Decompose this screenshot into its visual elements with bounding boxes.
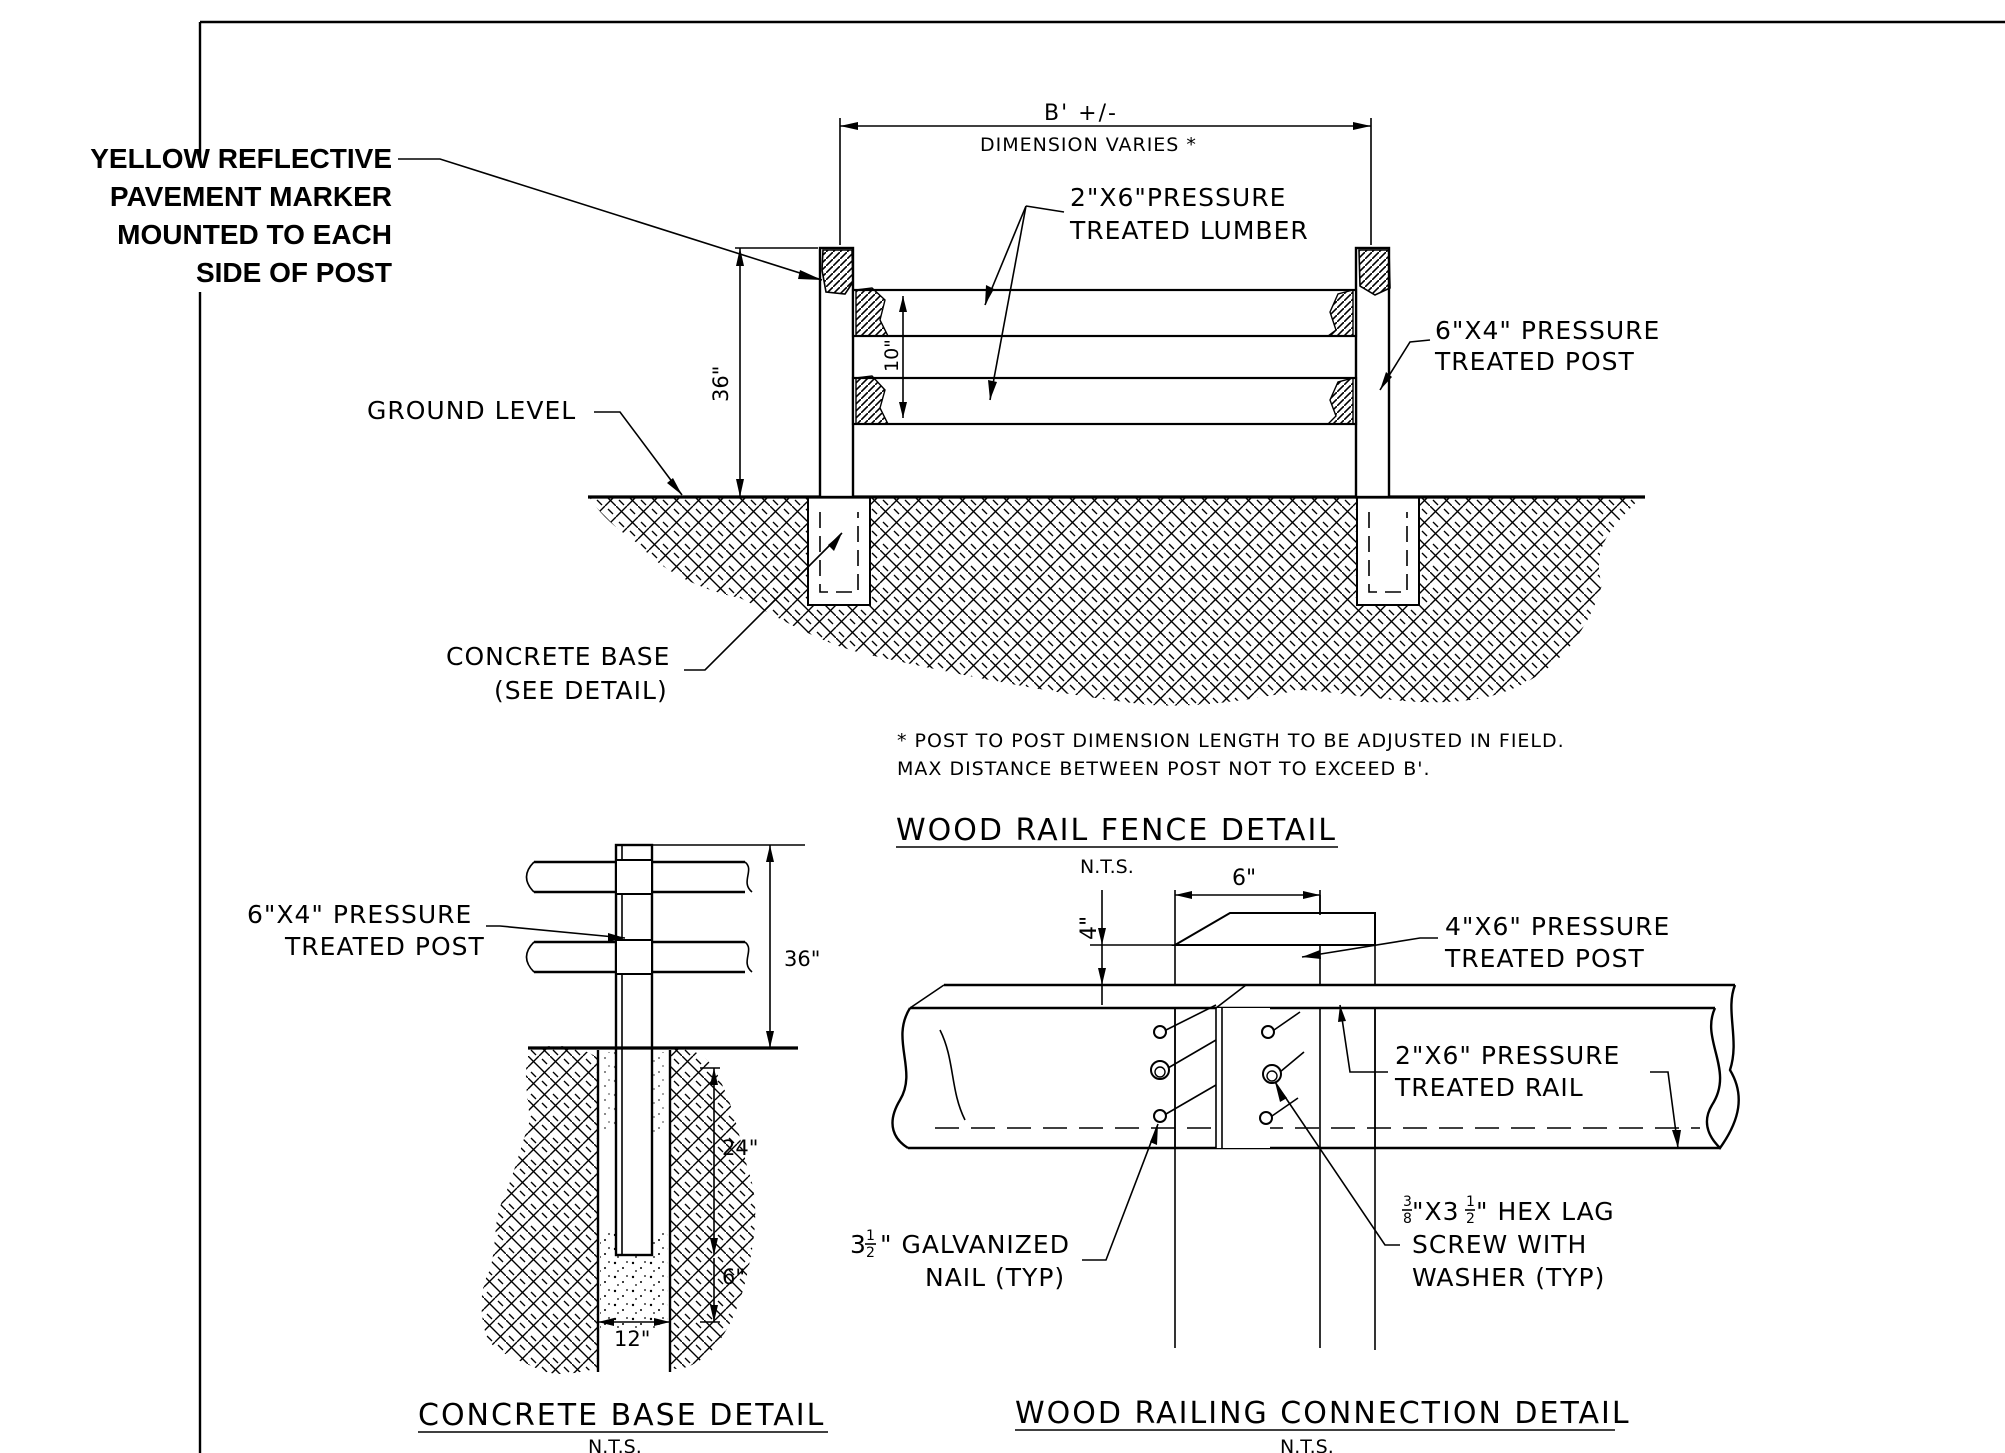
concrete-base-label-line2: (SEE DETAIL) bbox=[494, 676, 668, 705]
ground-level-label: GROUND LEVEL bbox=[367, 396, 576, 425]
fence-detail-title: WOOD RAIL FENCE DETAIL bbox=[896, 813, 1337, 848]
lumber-label-line2: TREATED LUMBER bbox=[1069, 216, 1309, 245]
rail-gap: 10" bbox=[881, 339, 903, 372]
callout-line3: MOUNTED TO EACH bbox=[117, 219, 392, 250]
base-detail-scale: N.T.S. bbox=[588, 1436, 642, 1453]
connection-detail-title: WOOD RAILING CONNECTION DETAIL bbox=[1015, 1396, 1631, 1431]
screw-label-line3: WASHER (TYP) bbox=[1412, 1263, 1605, 1292]
nail-size: 3 bbox=[850, 1230, 867, 1259]
nail-fraction-num: 1 bbox=[866, 1228, 875, 1244]
post-label-line1: 6"X4" PRESSURE bbox=[1435, 316, 1660, 345]
screw-fraction2-num: 1 bbox=[1466, 1194, 1475, 1210]
base-detail-embed: 24" bbox=[722, 1136, 758, 1160]
rail-upper bbox=[851, 288, 1358, 338]
base-detail-width: 12" bbox=[614, 1327, 650, 1351]
screw-size-mid: "X3 bbox=[1412, 1197, 1460, 1226]
connection-post-label-line2: TREATED POST bbox=[1444, 944, 1645, 973]
connection-detail-scale: N.T.S. bbox=[1280, 1436, 1334, 1453]
base-detail-bottom: 6" bbox=[722, 1265, 745, 1289]
base-post-label-line2: TREATED POST bbox=[284, 932, 485, 961]
callout-line1: YELLOW REFLECTIVE bbox=[90, 143, 392, 174]
field-note-line1: * POST TO POST DIMENSION LENGTH TO BE AD… bbox=[897, 730, 1565, 752]
base-post-label-line1: 6"X4" PRESSURE bbox=[247, 900, 472, 929]
fence-elevation: B' +/- DIMENSION VARIES * 2"X6"PRESSURE … bbox=[367, 101, 1660, 878]
callout-line4: SIDE OF POST bbox=[196, 257, 392, 288]
nail-label-line1: " GALVANIZED bbox=[880, 1230, 1070, 1259]
base-detail-title: CONCRETE BASE DETAIL bbox=[418, 1398, 825, 1433]
connection-post-depth: 4" bbox=[1077, 916, 1102, 940]
fence-detail-scale: N.T.S. bbox=[1080, 856, 1134, 878]
base-detail-height: 36" bbox=[784, 947, 820, 971]
post-label-line2: TREATED POST bbox=[1434, 347, 1635, 376]
connection-post-width: 6" bbox=[1232, 866, 1256, 891]
connection-rail-label-line2: TREATED RAIL bbox=[1394, 1073, 1584, 1102]
screw-label-line2: SCREW WITH bbox=[1412, 1230, 1587, 1259]
soil-hatch bbox=[590, 498, 1640, 706]
connection-rail-label-line1: 2"X6" PRESSURE bbox=[1395, 1041, 1620, 1070]
span-note: DIMENSION VARIES * bbox=[980, 134, 1197, 156]
connection-detail: 6" 4" 4"X6" PRESSURE TREATED POST 2"X6" … bbox=[850, 866, 1740, 1453]
field-note-line2: MAX DISTANCE BETWEEN POST NOT TO EXCEED … bbox=[897, 758, 1431, 780]
screw-fraction-den: 8 bbox=[1403, 1211, 1412, 1227]
connection-post-label-line1: 4"X6" PRESSURE bbox=[1445, 912, 1670, 941]
connection-rail bbox=[910, 985, 1735, 1008]
fence-height: 36" bbox=[709, 366, 733, 402]
lumber-label-line1: 2"X6"PRESSURE bbox=[1070, 183, 1286, 212]
concrete-base-label-line1: CONCRETE BASE bbox=[446, 642, 670, 671]
callout-line2: PAVEMENT MARKER bbox=[110, 181, 392, 212]
rail-lower bbox=[851, 376, 1358, 426]
concrete-base-right bbox=[1356, 496, 1420, 606]
connection-post-top bbox=[1171, 912, 1376, 946]
sheet-border bbox=[198, 20, 2005, 1453]
screw-fraction-num: 3 bbox=[1403, 1194, 1412, 1210]
concrete-base-detail: 36" 24" 6" 12" 6"X4" PRESSURE TREATED PO… bbox=[247, 843, 828, 1453]
span-dimension: B' +/- bbox=[1044, 101, 1118, 126]
screw-fraction2-den: 2 bbox=[1466, 1211, 1475, 1227]
screw-label-line1: " HEX LAG bbox=[1476, 1197, 1615, 1226]
reflective-marker-left bbox=[821, 249, 854, 295]
reflective-marker-callout: YELLOW REFLECTIVE PAVEMENT MARKER MOUNTE… bbox=[90, 143, 823, 288]
concrete-base-left bbox=[807, 496, 871, 606]
nail-fraction-den: 2 bbox=[866, 1245, 875, 1261]
svg-text:3: 3 bbox=[850, 1230, 867, 1259]
nail-label-line2: NAIL (TYP) bbox=[925, 1263, 1065, 1292]
reflective-marker-right bbox=[1358, 249, 1391, 296]
